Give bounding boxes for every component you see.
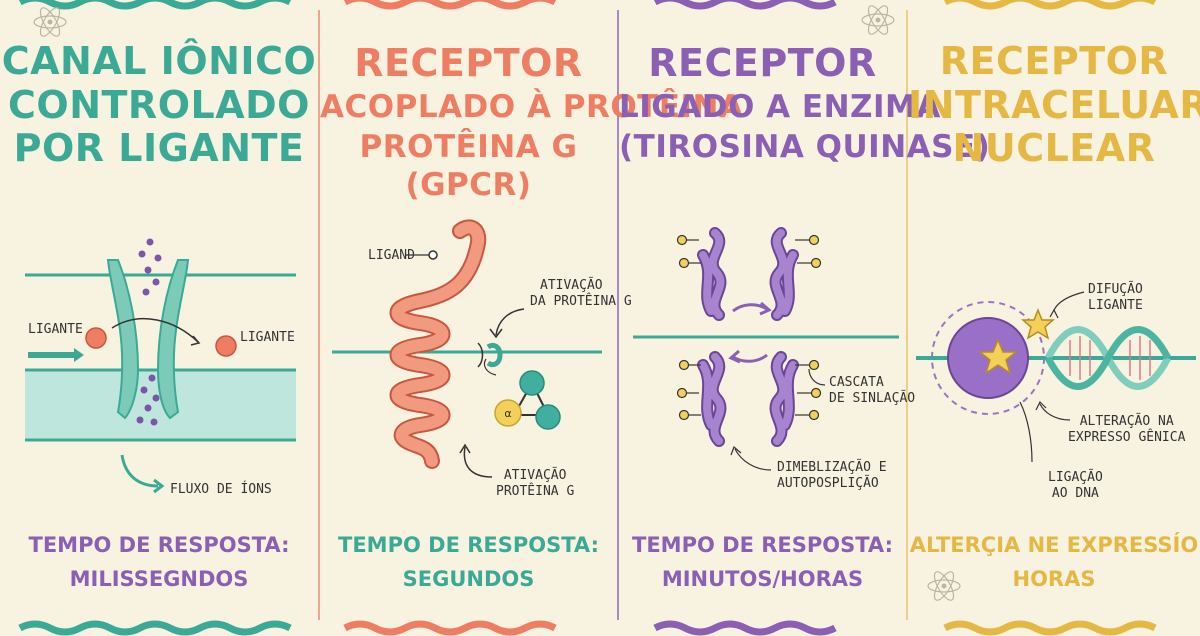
label-line: ATIVAÇÃO: [540, 278, 603, 293]
footer-line: TEMPO DE RESPOSTA:: [632, 533, 893, 557]
title-line: (TIROSINA QUINASE): [619, 129, 991, 165]
footer-line: MINUTOS/HORAS: [661, 567, 864, 591]
label-line: ALTERAÇÃO NA: [1079, 414, 1174, 429]
label-line: AO DNA: [1051, 486, 1099, 501]
panel-enzyme-linked: RECEPTOR LIGADO A ENZIMA (TIROSINA QUINA…: [619, 0, 991, 630]
title-line: RECEPTOR: [354, 41, 583, 85]
activation-top-label: ATIVAÇÃO DA PROTÊINA G: [530, 278, 632, 310]
diffusion-label: DIFUÇÃO LIGANTE: [1088, 282, 1143, 314]
label-line: DIFUÇÃO: [1088, 282, 1143, 297]
divider-1: [318, 10, 320, 620]
label-line: CASCATA: [829, 375, 884, 390]
panel-title: RECEPTOR LIGADO A ENZIMA (TIROSINA QUINA…: [619, 40, 991, 166]
dna-binding-label: LIGAÇÃO AO DNA: [1048, 470, 1103, 502]
ion-channel-diagram: [25, 238, 296, 494]
label-line: EXPRESSO GÊNICA: [1068, 430, 1186, 445]
divider-2: [617, 10, 619, 620]
nuclear-diagram: [916, 291, 1196, 463]
panel-ion-channel: CANAL IÔNICO CONTROLADO POR LIGANTE LIGA…: [0, 0, 318, 630]
footer-line: ALTERÇIA NE EXPRESSÍO: [909, 533, 1199, 557]
top-wave-border: [18, 0, 1157, 10]
g-protein-gamma: [535, 404, 561, 430]
response-time: TEMPO DE RESPOSTA: MINUTOS/HORAS: [619, 528, 906, 596]
channel-subunit-right: [156, 259, 190, 420]
footer-line: SEGUNDOS: [402, 567, 535, 591]
label-line: DIMEBLIZAÇÃO E: [777, 460, 887, 475]
ligand-binding-site: [428, 250, 438, 260]
title-line: NUCLEAR: [952, 126, 1156, 171]
response-time: ALTERÇIA NE EXPRESSÍO HORAS: [908, 528, 1200, 596]
panel-gpcr: RECEPTOR ACOPLADO À PROTÊINA PROTÊINA G …: [320, 0, 744, 630]
title-line: RECEPTOR: [648, 41, 877, 85]
response-time: TEMPO DE RESPOSTA: MILISSEGNDOS: [0, 528, 318, 596]
footer-line: TEMPO DE RESPOSTA:: [28, 533, 290, 557]
ligand-right-label: LIGANTE: [240, 330, 295, 345]
ligand-label: LIGAND: [368, 248, 415, 263]
cascade-label: CASCATA DE SINLAÇÃO: [829, 375, 915, 407]
title-line: POR LIGANTE: [13, 126, 305, 171]
gpcr-diagram: α: [332, 219, 602, 478]
activation-bottom-label: ATIVAÇÃO PROTÊINA G: [496, 468, 574, 500]
title-line: LIGADO A ENZIMA: [619, 89, 941, 125]
panel-title: RECEPTOR ACOPLADO À PROTÊINA PROTÊINA G …: [320, 40, 744, 204]
response-time: TEMPO DE RESPOSTA: SEGUNDOS: [320, 528, 617, 596]
ion-flow-label: FLUXO DE ÍONS: [170, 482, 272, 497]
g-protein-beta: [519, 370, 545, 396]
dimerization-label: DIMEBLIZAÇÃO E AUTOPOSPLIÇÃO: [777, 460, 887, 492]
atom-icon: [927, 571, 961, 601]
footer-line: HORAS: [1012, 567, 1096, 591]
ligand-left: [85, 327, 107, 349]
title-line: PROTÊINA G (GPCR): [359, 129, 578, 203]
channel-subunit-left: [106, 259, 140, 420]
ligand-star-free: [1021, 307, 1055, 340]
label-line: DA PROTÊINA G: [530, 294, 632, 309]
atom-icon: [861, 5, 895, 35]
label-line: AUTOPOSPLIÇÃO: [777, 476, 879, 491]
ligand-star-bound: [977, 338, 1019, 375]
footer-line: MILISSEGNDOS: [69, 567, 249, 591]
title-line: CANAL IÔNICO: [1, 39, 317, 83]
gene-expression-label: ALTERAÇÃO NA EXPRESSO GÊNICA: [1068, 414, 1185, 446]
ligand-right: [215, 335, 237, 357]
g-alpha-symbol: α: [504, 407, 511, 420]
panel-title: CANAL IÔNICO CONTROLADO POR LIGANTE: [0, 39, 318, 171]
atom-icon: [33, 7, 67, 37]
title-line: INTRACELUAR/: [908, 82, 1200, 127]
footer-line: TEMPO DE RESPOSTA:: [338, 533, 599, 557]
ligand-left-label: LIGANTE: [28, 322, 83, 337]
label-line: LIGAÇÃO: [1048, 470, 1103, 485]
divider-3: [906, 10, 908, 620]
title-line: RECEPTOR: [939, 39, 1169, 83]
title-line: CONTROLADO: [8, 82, 310, 127]
g-protein-alpha: [494, 399, 522, 427]
label-line: PROTÊINA G: [496, 484, 575, 499]
panel-title: RECEPTOR INTRACELUAR/ NUCLEAR: [908, 39, 1200, 171]
label-line: LIGANTE: [1088, 298, 1143, 313]
label-line: DE SINLAÇÃO: [829, 391, 916, 406]
rtk-diagram: [633, 227, 899, 471]
title-line: ACOPLADO À PROTÊINA: [320, 89, 744, 125]
label-line: ATIVAÇÃO: [503, 468, 567, 483]
panel-nuclear-receptor: RECEPTOR INTRACELUAR/ NUCLEAR DIFU: [908, 0, 1200, 630]
